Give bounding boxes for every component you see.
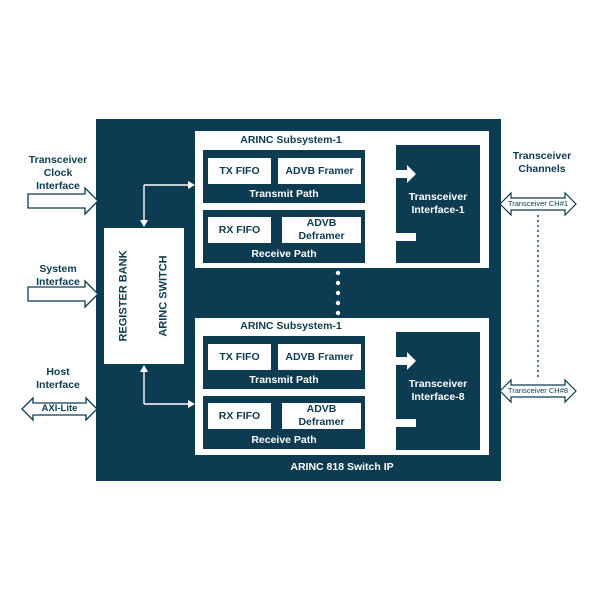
advb-deframer-1: ADVB Deframer bbox=[282, 217, 361, 243]
axi-lite-label: AXI-Lite bbox=[41, 403, 78, 414]
system-input-arrow bbox=[27, 279, 99, 309]
channel-8-arrow bbox=[499, 378, 577, 404]
transceiver-clock-interface-label: Transceiver Clock Interface bbox=[28, 154, 88, 192]
clock-input-arrow bbox=[27, 186, 99, 216]
system-interface-label: System Interface bbox=[36, 263, 80, 288]
tx-fifo-8: TX FIFO bbox=[208, 344, 271, 370]
receive-path-8-label: Receive Path bbox=[251, 434, 317, 446]
host-interface-label: Host Interface bbox=[36, 366, 80, 391]
transceiver-interface-1: Transceiver Interface-1 bbox=[396, 145, 480, 263]
switch-link-heads bbox=[140, 181, 195, 408]
rx-fifo-1: RX FIFO bbox=[208, 217, 271, 243]
channel-1-arrow bbox=[499, 191, 577, 217]
advb-framer-1: ADVB Framer bbox=[278, 158, 361, 184]
internal-arrows bbox=[365, 165, 416, 432]
rx-fifo-8: RX FIFO bbox=[208, 403, 271, 429]
transceiver-channels-label: Transceiver Channels bbox=[512, 150, 572, 175]
subsystem-8-title: ARINC Subsystem-1 bbox=[240, 320, 342, 332]
channel-1-label: Transceiver CH#1 bbox=[507, 199, 569, 208]
advb-framer-8: ADVB Framer bbox=[278, 344, 361, 370]
transceiver-interface-8-label: Transceiver Interface-8 bbox=[408, 378, 468, 403]
register-bank-panel bbox=[104, 228, 184, 364]
switch-links bbox=[143, 184, 190, 405]
axi-lite-double-arrow bbox=[21, 396, 98, 422]
channel-8-label: Transceiver CH#8 bbox=[507, 386, 569, 395]
transmit-path-8-label: Transmit Path bbox=[249, 374, 319, 386]
tx-fifo-1: TX FIFO bbox=[208, 158, 271, 184]
subsystem-1-title: ARINC Subsystem-1 bbox=[240, 134, 342, 146]
receive-path-1-label: Receive Path bbox=[251, 248, 317, 260]
transceiver-interface-1-label: Transceiver Interface-1 bbox=[408, 191, 468, 216]
transceiver-interface-8: Transceiver Interface-8 bbox=[396, 332, 480, 450]
subsystem-continuation-dots bbox=[335, 270, 341, 316]
switch-ip-title: ARINC 818 Switch IP bbox=[290, 461, 394, 473]
advb-deframer-8: ADVB Deframer bbox=[282, 403, 361, 429]
transmit-path-1-label: Transmit Path bbox=[249, 188, 319, 200]
